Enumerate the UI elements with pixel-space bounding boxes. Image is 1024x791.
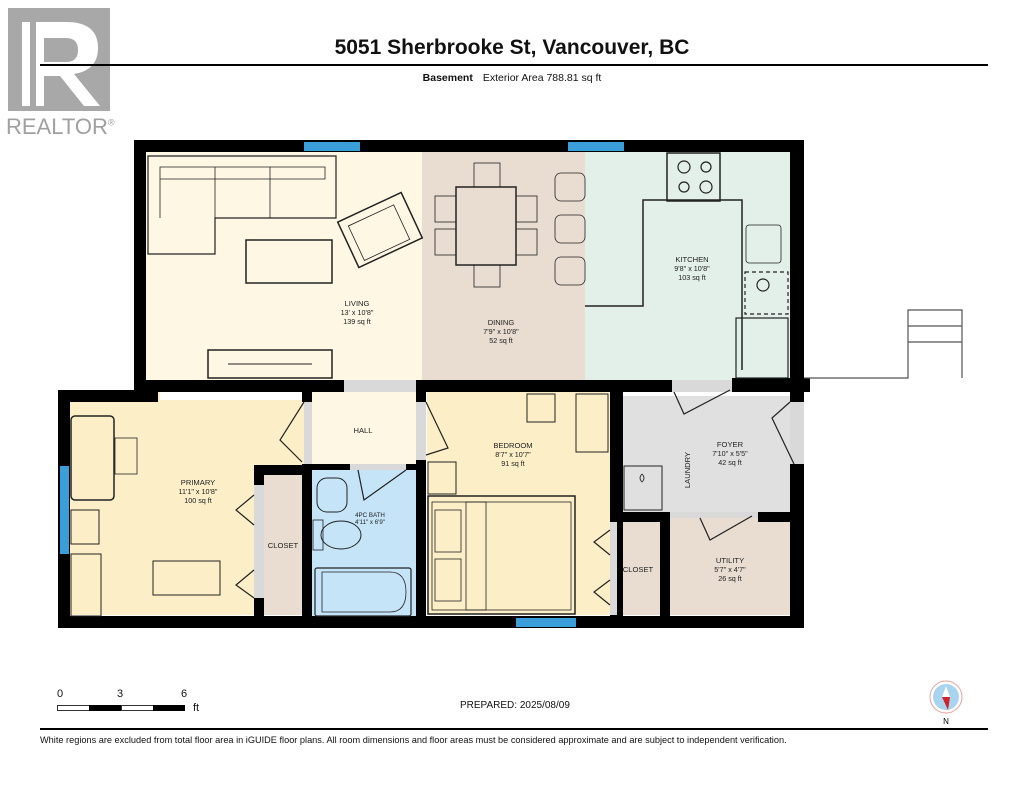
bedroom-closet-door xyxy=(593,529,611,606)
dining-dimensions: 7'9" x 10'8" xyxy=(483,327,519,336)
utility-area[interactable] xyxy=(669,518,791,615)
bath-label: 4PC BATH xyxy=(355,512,385,519)
armchair xyxy=(336,191,424,269)
primary-closet-label: CLOSET xyxy=(268,541,299,550)
stove xyxy=(666,152,721,202)
laundry-label: LAUNDRY xyxy=(683,452,692,488)
dining-label: DINING xyxy=(488,318,515,327)
utility-area: 26 sq ft xyxy=(718,574,742,583)
fridge xyxy=(735,317,789,379)
bar-stool xyxy=(554,172,586,202)
bath-door-swing xyxy=(357,469,407,502)
room-labels: LIVING 13' x 10'8" 139 sq ft DINING 7'9"… xyxy=(179,255,749,583)
compass-icon: N xyxy=(929,680,963,726)
ottoman xyxy=(152,560,221,596)
desk xyxy=(70,415,115,501)
foyer-door-swing xyxy=(673,389,731,415)
living-room-area[interactable] xyxy=(146,152,422,380)
living-dimensions: 13' x 10'8" xyxy=(341,308,374,317)
dining-area: 52 sq ft xyxy=(489,336,513,345)
hall-area[interactable] xyxy=(310,392,416,465)
primary-closet-area[interactable] xyxy=(264,475,304,615)
closet-bifold-door xyxy=(235,494,255,599)
utility-label: UTILITY xyxy=(716,556,744,565)
bedroom-area[interactable] xyxy=(427,392,610,615)
scale-tick-0: 0 xyxy=(57,688,64,700)
kitchen-label: KITCHEN xyxy=(675,255,708,264)
prepared-date: PREPARED: 2025/08/09 xyxy=(460,700,570,711)
realtor-wordmark: REALTOR® xyxy=(6,114,115,140)
foyer-area[interactable] xyxy=(623,396,791,512)
bedroom-label: BEDROOM xyxy=(493,441,532,450)
compass-north-label: N xyxy=(943,717,949,726)
utility-dimensions: 5'7" x 4'7" xyxy=(714,565,746,574)
primary-label: PRIMARY xyxy=(181,478,215,487)
page-title: 5051 Sherbrooke St, Vancouver, BC xyxy=(0,36,1024,60)
floor-subtitle: Basement Exterior Area 788.81 sq ft xyxy=(0,72,1024,84)
kitchen-counter xyxy=(585,199,743,370)
dishwasher xyxy=(744,271,789,315)
bath-sink xyxy=(316,477,348,513)
primary-area: 100 sq ft xyxy=(184,496,212,505)
realtor-text: REALTOR xyxy=(6,114,108,139)
foyer-label: FOYER xyxy=(717,440,744,449)
door-openings xyxy=(254,380,804,615)
bed xyxy=(427,495,576,615)
header-divider xyxy=(40,64,988,66)
primary-dimensions: 11'1" x 10'8" xyxy=(179,487,218,496)
kitchen-dimensions: 9'8" x 10'8" xyxy=(674,264,710,273)
disclaimer-text: White regions are excluded from total fl… xyxy=(40,735,787,745)
entry-door-swing xyxy=(771,401,795,465)
address-title: 5051 Sherbrooke St, Vancouver, BC xyxy=(334,36,690,59)
scale-bar-graphic xyxy=(57,705,185,711)
tv-console xyxy=(207,349,333,379)
desk-chair xyxy=(114,437,138,475)
living-label: LIVING xyxy=(345,299,370,308)
exterior-stairs xyxy=(804,309,963,379)
scale-tick-3: 3 xyxy=(117,688,124,700)
scale-tick-6: 6 xyxy=(181,688,188,700)
compass: N xyxy=(928,680,968,733)
living-window xyxy=(304,142,360,151)
walls xyxy=(58,140,810,628)
kitchen-sink xyxy=(745,224,782,264)
room-fills xyxy=(70,152,791,616)
bedroom-side-table xyxy=(526,393,556,423)
toilet xyxy=(320,520,362,550)
windows xyxy=(60,142,624,627)
coffee-table xyxy=(245,239,333,284)
bathtub xyxy=(314,567,412,617)
dresser xyxy=(70,553,102,617)
scale-unit: ft xyxy=(193,702,200,714)
foyer-dimensions: 7'10" x 5'5" xyxy=(712,449,748,458)
kitchen-window xyxy=(568,142,624,151)
utility-door-swing xyxy=(699,515,753,541)
hall-label: HALL xyxy=(354,426,373,435)
footer-divider xyxy=(40,728,988,730)
bathroom-area[interactable] xyxy=(312,470,416,616)
nightstand xyxy=(70,509,100,545)
bedroom-door-swing xyxy=(425,401,449,456)
washer-dryer xyxy=(623,465,663,511)
foyer-area: 42 sq ft xyxy=(718,458,742,467)
floor-name: Basement xyxy=(422,72,473,84)
kitchen-area: 103 sq ft xyxy=(678,273,706,282)
living-area: 139 sq ft xyxy=(343,317,371,326)
bedroom-dimensions: 8'7" x 10'7" xyxy=(495,450,531,459)
bedroom-closet-label: CLOSET xyxy=(623,565,654,574)
bedroom-window xyxy=(516,618,576,627)
bedroom-area-text: 91 sq ft xyxy=(501,459,525,468)
registered-mark: ® xyxy=(107,117,115,128)
bedroom-dresser xyxy=(575,393,609,453)
primary-door-swing xyxy=(279,401,305,463)
bath-dimensions: 4'11" x 6'9" xyxy=(355,519,385,526)
dining-room-area[interactable] xyxy=(422,152,585,380)
bedroom-nightstand xyxy=(427,461,457,495)
furniture xyxy=(70,152,963,617)
primary-window xyxy=(60,466,69,554)
exterior-area: Exterior Area 788.81 sq ft xyxy=(482,72,602,84)
bedroom-closet-area[interactable] xyxy=(617,522,661,615)
